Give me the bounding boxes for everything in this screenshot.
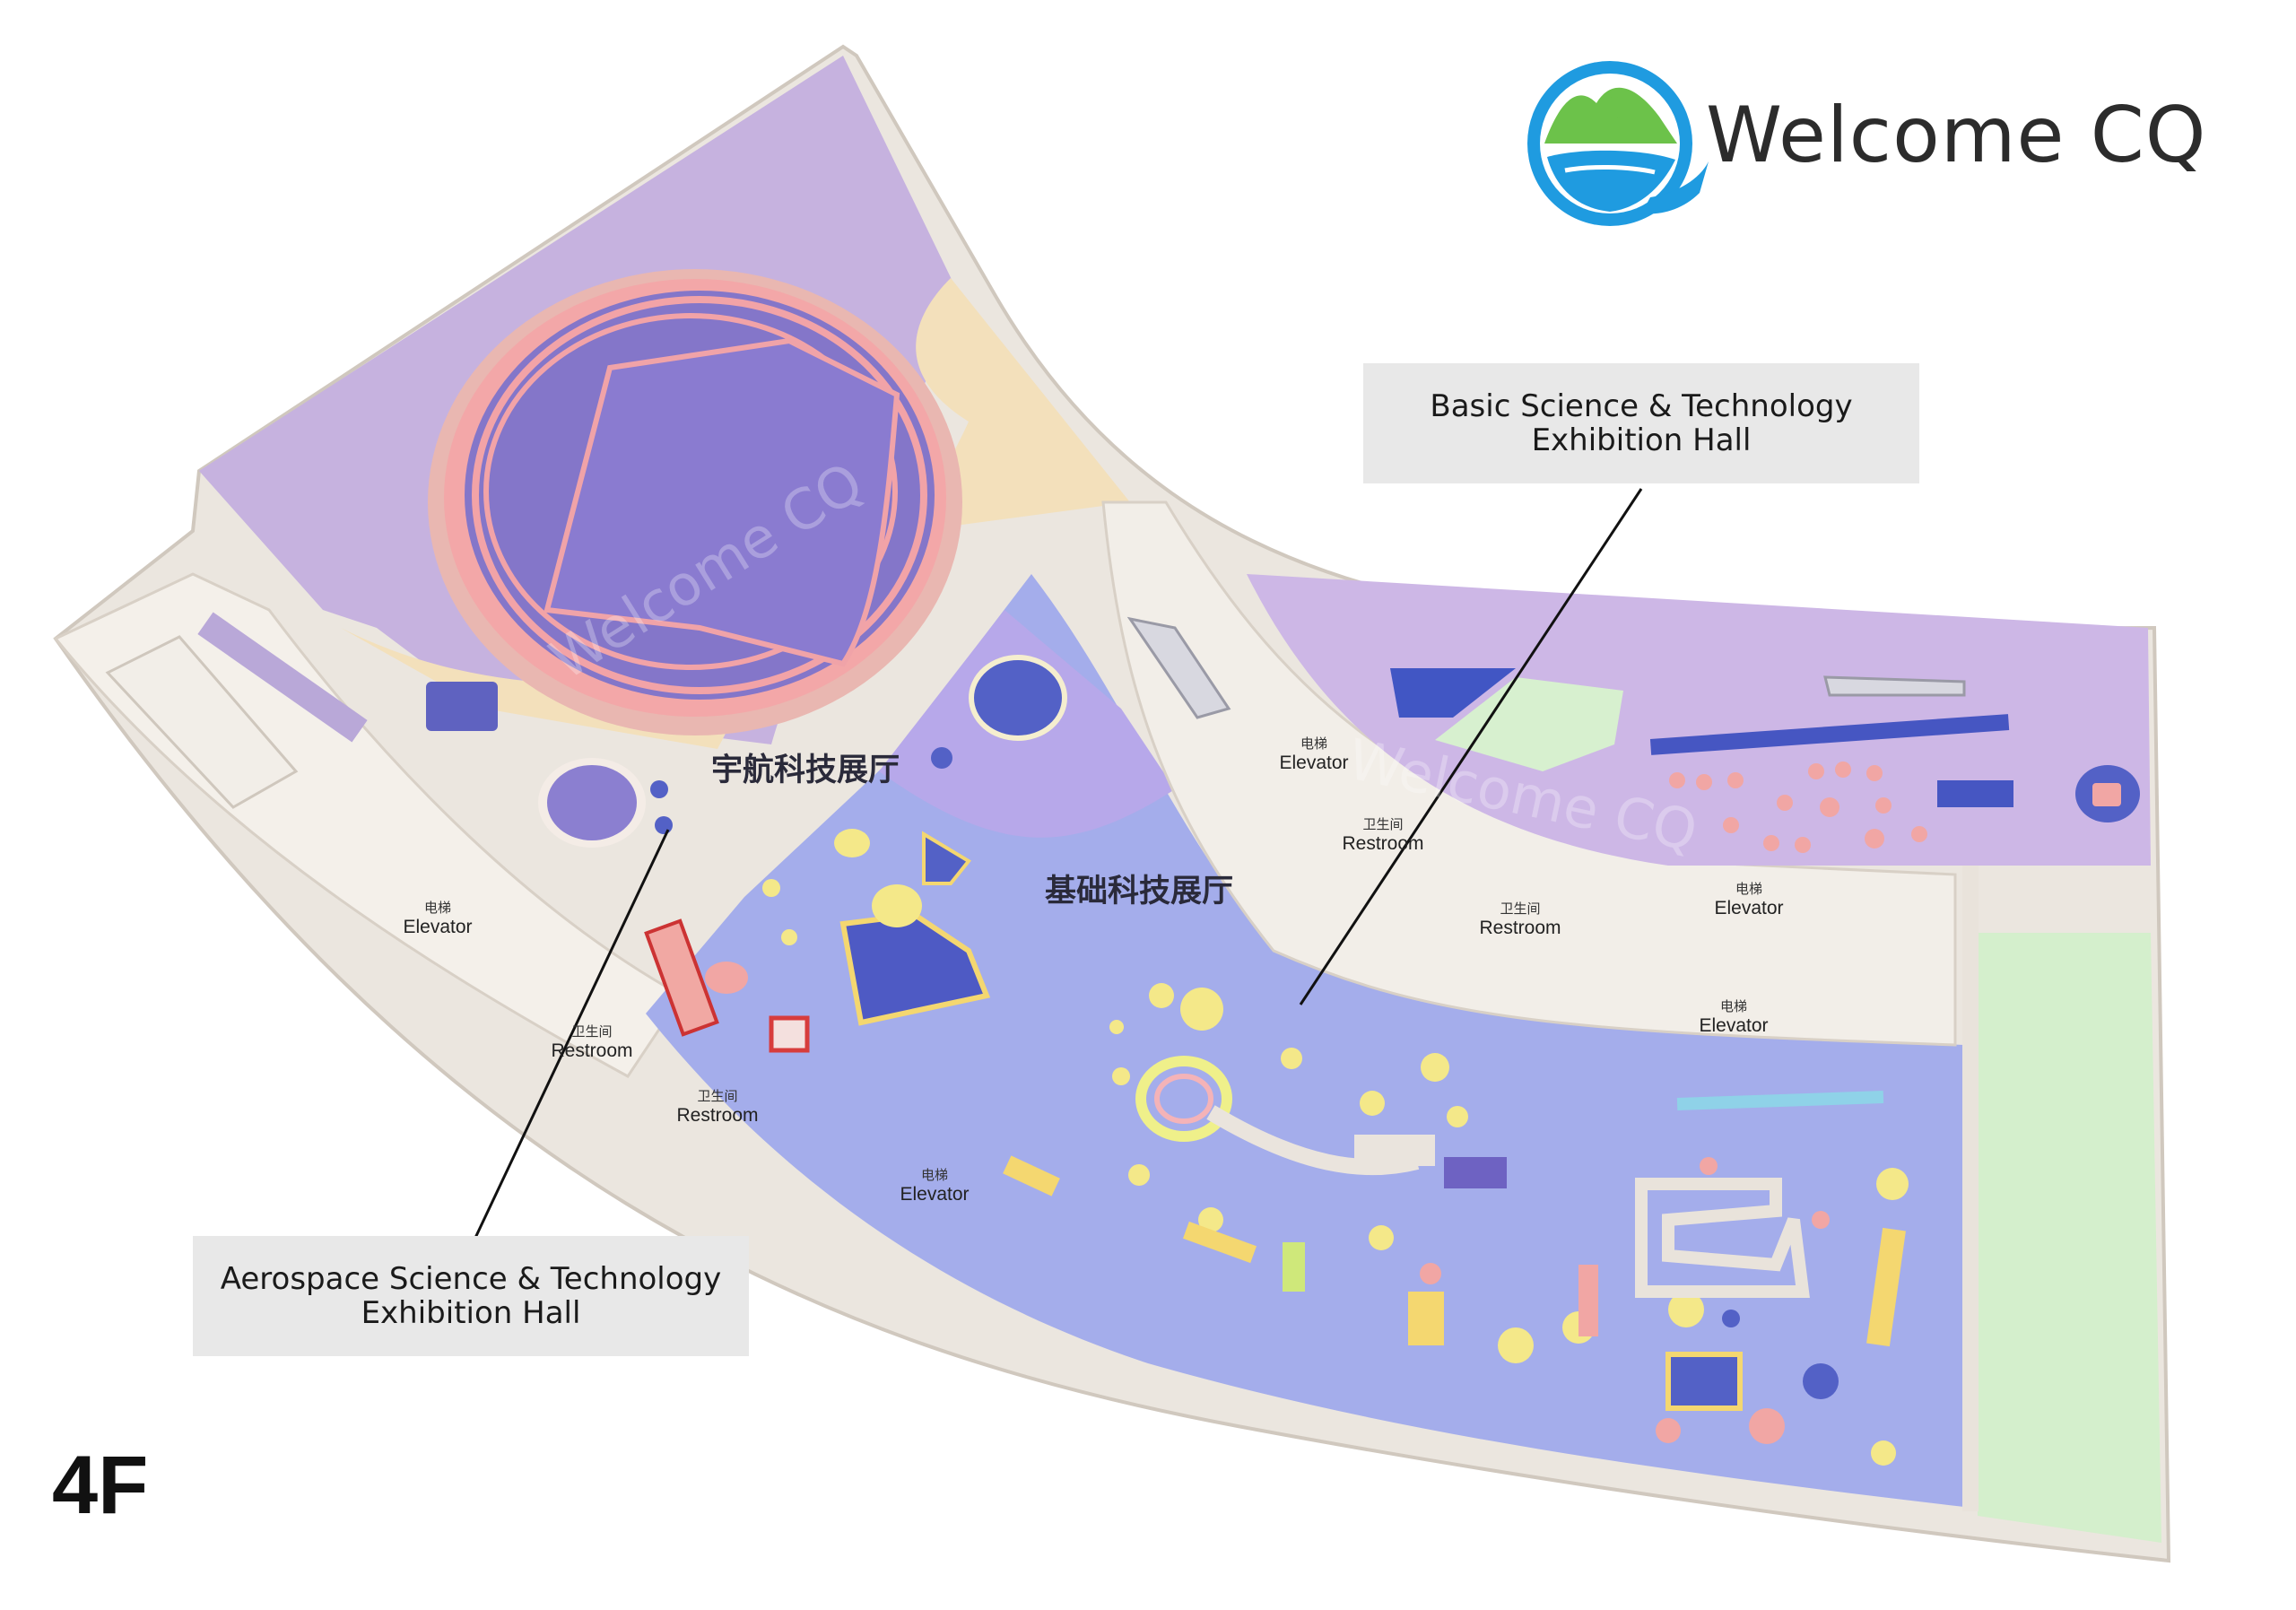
facility-zh: 卫生间 — [571, 1023, 613, 1040]
facility-en: Elevator — [1279, 753, 1349, 773]
purple-blocks — [1444, 1157, 1507, 1188]
facility-restroom-2[interactable]: 卫生间 Restroom — [1479, 901, 1561, 938]
facility-en: Restroom — [1479, 918, 1561, 938]
facility-zh: 电梯 — [1300, 735, 1328, 752]
facility-restroom-4[interactable]: 卫生间 Restroom — [676, 1088, 759, 1126]
facility-elevator-1[interactable]: 电梯 Elevator — [1279, 735, 1349, 773]
facility-zh: 卫生间 — [1362, 816, 1404, 832]
ring-exhibit — [1135, 1056, 1232, 1142]
stairs-north — [1126, 616, 1231, 719]
facility-zh: 电梯 — [1719, 998, 1748, 1014]
facility-zh: 电梯 — [423, 900, 452, 916]
planet-small — [834, 829, 870, 857]
east-blue-panel — [1390, 668, 1516, 718]
callout-basic-hall[interactable]: Basic Science & Technology Exhibition Ha… — [1363, 363, 1919, 483]
stairs-west — [105, 635, 299, 809]
stairs-east — [1823, 675, 1966, 697]
brand-wordmark: Welcome CQ — [1706, 91, 2207, 180]
east-wall — [1962, 866, 1979, 1511]
facility-elevator-2[interactable]: 电梯 Elevator — [1714, 883, 1783, 918]
facility-elevator-3[interactable]: 电梯 Elevator — [1699, 998, 1769, 1036]
red-structure — [644, 918, 719, 1037]
dome-theater — [428, 269, 962, 735]
red-house — [769, 1015, 810, 1053]
exhibit-maze — [1635, 1178, 1810, 1298]
facility-elevator-5[interactable]: 电梯 Elevator — [900, 1167, 970, 1205]
callout-line-aerospace — [474, 829, 670, 1239]
partition-block-1 — [1354, 1135, 1435, 1166]
floor-label: 4F — [52, 1440, 149, 1531]
central-corridor — [1101, 500, 1957, 1047]
facility-en: Restroom — [551, 1040, 633, 1061]
callout-basic-line2: Exhibition Hall — [1531, 422, 1752, 458]
yellow-panel-4 — [1866, 1227, 1906, 1347]
facility-zh: 卫生间 — [697, 1088, 738, 1104]
orange-panel-1 — [1578, 1265, 1598, 1336]
east-hall-floor — [1247, 574, 2151, 866]
facility-en: Restroom — [676, 1105, 759, 1126]
facility-en: Elevator — [900, 1184, 970, 1205]
circle-pod-2 — [969, 655, 1067, 741]
hall-label-basic[interactable]: 基础科技展厅 — [1044, 874, 1234, 909]
east-green-panel — [1435, 677, 1623, 771]
pink-planet — [705, 962, 748, 994]
facility-restroom-3[interactable]: 卫生间 Restroom — [551, 1023, 633, 1061]
basic-hall-blue-dots — [650, 747, 1839, 1399]
circle-pod-1-inner — [547, 765, 637, 840]
hall-label-aerospace[interactable]: 宇航科技展厅 — [710, 753, 900, 788]
callout-line-basic — [1299, 488, 1643, 1005]
facility-zh: 卫生间 — [1500, 901, 1541, 917]
aerospace-bench — [197, 612, 368, 743]
aerospace-booth — [426, 682, 498, 731]
callout-aerospace-line2: Exhibition Hall — [361, 1295, 581, 1331]
facility-zh: 电梯 — [920, 1167, 949, 1183]
green-zone — [1978, 933, 2161, 1543]
yellow-planet — [872, 884, 922, 927]
green-panel-1 — [1283, 1242, 1305, 1292]
facility-en: Elevator — [1699, 1015, 1769, 1036]
east-bench-1 — [1649, 714, 2010, 755]
callout-basic-line1: Basic Science & Technology — [1430, 388, 1853, 424]
basic-hall-pink-dots — [1420, 1157, 1830, 1444]
blue-bench-basic — [1676, 1090, 1884, 1111]
callout-aerospace-hall[interactable]: Aerospace Science & Technology Exhibitio… — [193, 1236, 749, 1356]
pink-tile — [2092, 783, 2121, 806]
east-dots — [1669, 761, 1927, 853]
callout-aerospace-line1: Aerospace Science & Technology — [220, 1261, 722, 1297]
lamp-shape — [922, 831, 971, 885]
facility-en: Elevator — [1714, 898, 1784, 918]
facility-zh: 电梯 — [1735, 881, 1763, 897]
beige-corridor — [341, 278, 1130, 749]
yellow-panel-2 — [1003, 1155, 1060, 1197]
yellow-panel-3 — [1408, 1292, 1444, 1345]
facility-en: Restroom — [1342, 833, 1424, 854]
east-bench-2 — [1937, 780, 2013, 807]
welcome-cq-logo-icon — [1527, 61, 1709, 226]
exhibit-box-1 — [1665, 1352, 1743, 1411]
yellow-panel-1 — [1182, 1221, 1257, 1264]
facility-en: Elevator — [403, 917, 473, 937]
facility-elevator-4[interactable]: 电梯 Elevator — [403, 900, 473, 937]
facility-restroom-1[interactable]: 卫生间 Restroom — [1342, 816, 1424, 854]
ring-exhibit-inner — [1154, 1074, 1213, 1124]
